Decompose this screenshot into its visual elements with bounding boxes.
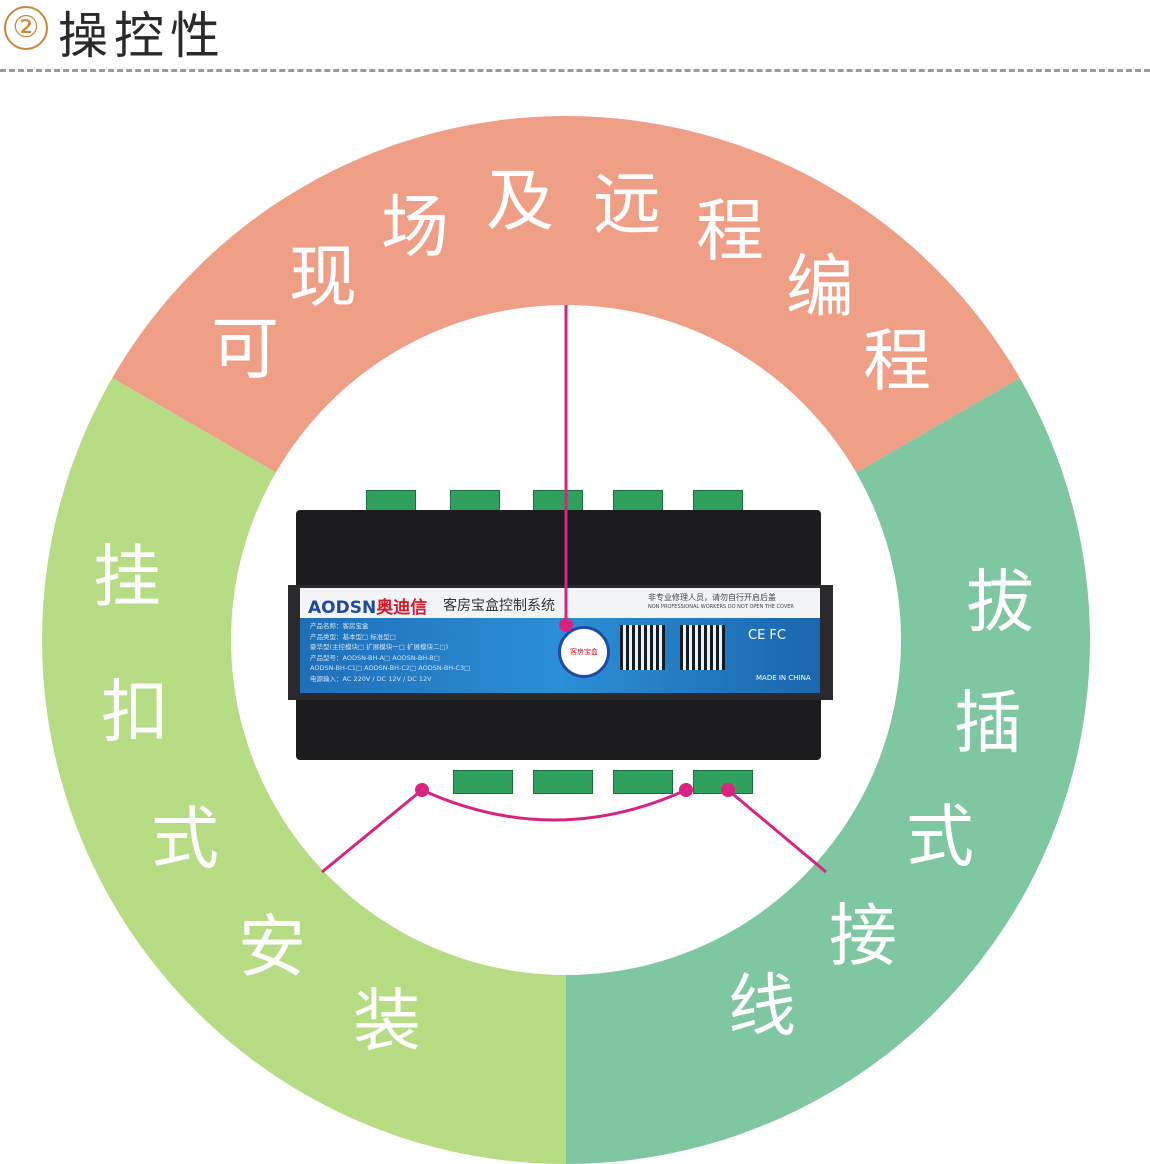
callout-line-right	[727, 788, 827, 874]
callout-dot	[721, 783, 735, 797]
device-photo: AODSN奥迪信 客房宝盒控制系统 非专业修理人员，请勿自行开启后盖 NON P…	[288, 488, 833, 794]
segment-left	[41, 378, 566, 1164]
callout-dot	[415, 783, 429, 797]
callout-dot	[559, 618, 573, 632]
callout-line-left	[321, 788, 423, 874]
section-number: ②	[4, 6, 48, 50]
device-system-name: 客房宝盒控制系统	[443, 598, 555, 614]
segment-right	[566, 378, 1090, 1164]
device-warning-cn: 非专业修理人员，请勿自行开启后盖	[648, 593, 776, 602]
segment-top	[112, 116, 1020, 473]
qr-code	[680, 625, 725, 670]
made-in-label: MADE IN CHINA	[756, 674, 811, 682]
device-warning-en: NON PROFESSIONAL WORKERS DO NOT OPEN THE…	[648, 604, 794, 610]
device-spec: 产品名称：客房宝盒产品类型：基本型□ 标准型□豪华型(主控模块□ 扩展模块一□ …	[310, 622, 471, 683]
callout-arc	[421, 788, 687, 822]
callout-dot	[679, 783, 693, 797]
section-title: 操控性	[58, 7, 226, 65]
dashed-divider	[0, 69, 1150, 72]
cert-marks: CE FC	[748, 628, 786, 643]
qr-code	[620, 625, 665, 670]
device-seal: 客房宝盒	[558, 626, 610, 678]
device-brand: AODSN奥迪信	[308, 598, 428, 618]
